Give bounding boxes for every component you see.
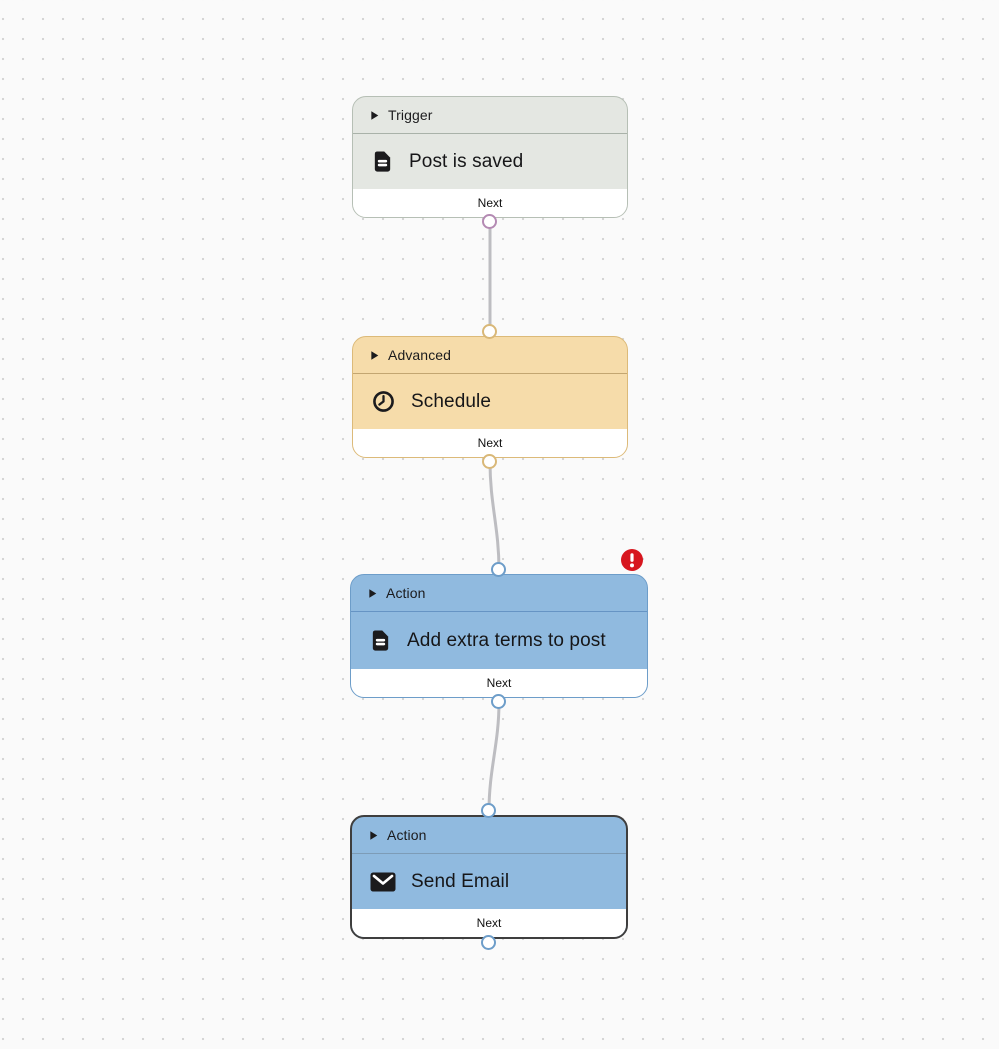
node-body: Add extra terms to post: [351, 612, 647, 669]
output-port[interactable]: [482, 214, 497, 229]
node-footer-next-row: Next: [351, 669, 647, 697]
input-port[interactable]: [481, 803, 496, 818]
next-label: Next: [477, 436, 503, 450]
node-header[interactable]: Advanced: [353, 337, 627, 374]
output-port[interactable]: [491, 694, 506, 709]
node-footer-next-row: Next: [353, 429, 627, 457]
collapse-triangle-icon[interactable]: [370, 350, 379, 361]
node-body: Post is saved: [353, 134, 627, 189]
node-category-label: Action: [386, 585, 426, 601]
node-title: Post is saved: [409, 150, 524, 172]
next-label: Next: [486, 676, 512, 690]
node-header[interactable]: Trigger: [353, 97, 627, 134]
node-category-label: Action: [387, 827, 427, 843]
mail-icon: [370, 872, 396, 892]
edge-connector-2[interactable]: [488, 460, 501, 572]
output-port[interactable]: [482, 454, 497, 469]
node-title: Schedule: [411, 390, 492, 412]
node-footer-next-row: Next: [352, 909, 626, 937]
node-header[interactable]: Action: [352, 817, 626, 854]
clock-icon: [371, 389, 396, 414]
error-badge[interactable]: [621, 549, 643, 571]
node-category-label: Trigger: [388, 107, 433, 123]
node-header[interactable]: Action: [351, 575, 647, 612]
next-label: Next: [477, 196, 503, 210]
node-category-label: Advanced: [388, 347, 452, 363]
node-body: Schedule: [353, 374, 627, 429]
document-icon: [369, 628, 392, 653]
document-icon: [371, 149, 394, 174]
node-title: Send Email: [411, 870, 510, 892]
collapse-triangle-icon[interactable]: [370, 110, 379, 121]
node-title: Add extra terms to post: [407, 629, 606, 651]
node-body: Send Email: [352, 854, 626, 909]
node-footer-next-row: Next: [353, 189, 627, 217]
input-port[interactable]: [491, 562, 506, 577]
edge-connector-3[interactable]: [487, 700, 501, 813]
collapse-triangle-icon[interactable]: [368, 588, 377, 599]
input-port[interactable]: [482, 324, 497, 339]
collapse-triangle-icon[interactable]: [369, 830, 378, 841]
output-port[interactable]: [481, 935, 496, 950]
next-label: Next: [476, 916, 502, 930]
